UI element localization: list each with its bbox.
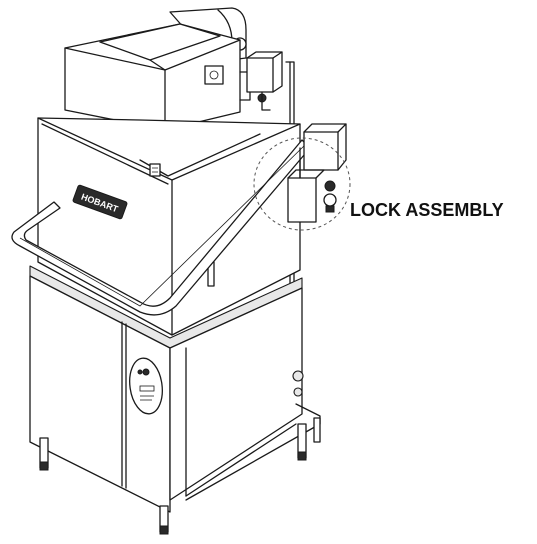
top-hood [64,7,251,131]
lock-assembly-highlight [253,137,351,231]
lower-cabinet [29,265,321,513]
legs [39,417,321,535]
hood-handle [11,139,311,316]
control-panel [129,357,163,415]
hood-cabinet: HOBART [37,117,301,336]
lock-assembly-label: LOCK ASSEMBLY [350,200,504,220]
